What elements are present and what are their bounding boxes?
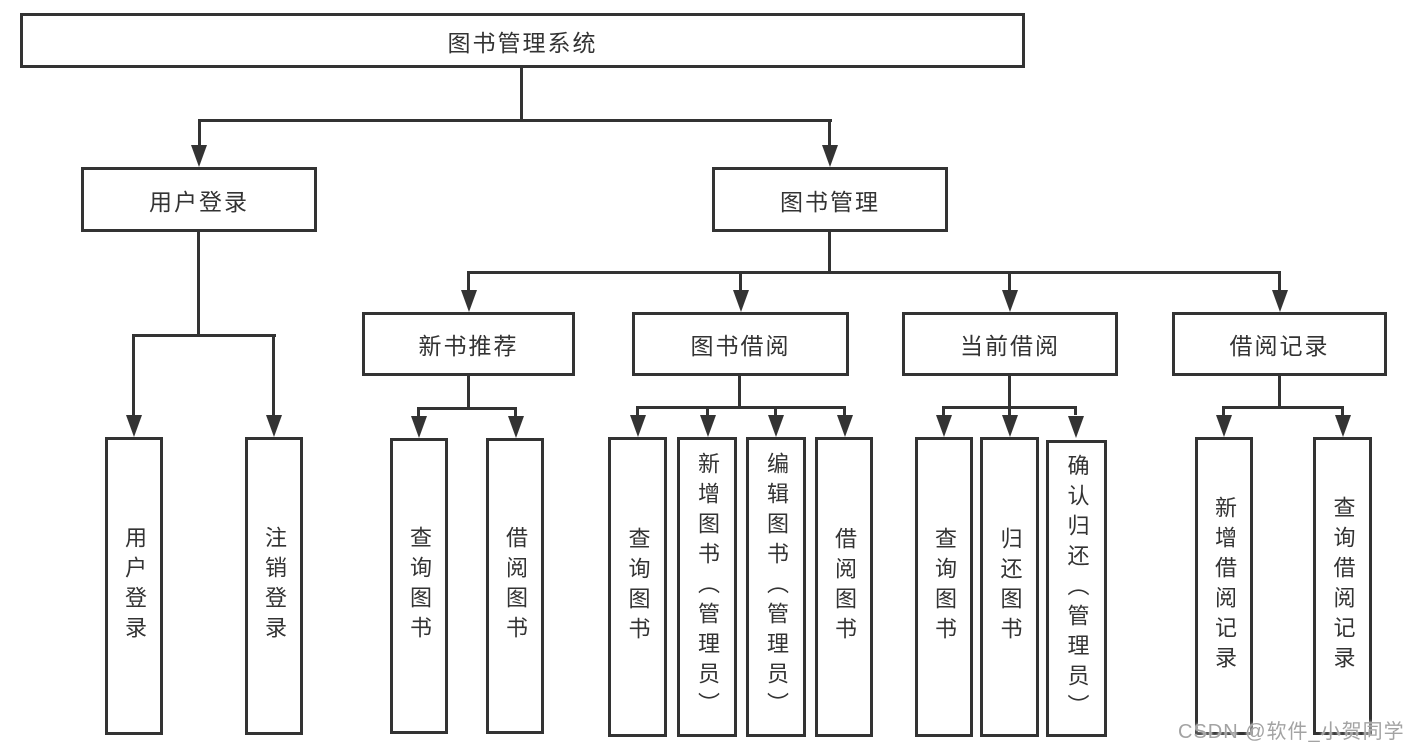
leaf-bb-add-book-admin-label: 新增图书（管理员） [695,452,720,722]
arrowhead-user-login [191,145,207,167]
arrowhead-bb-add [700,415,716,437]
leaf-bb-query-books-label: 查询图书 [625,527,651,647]
leaf-br-add-record-label: 新增借阅记录 [1212,496,1237,676]
node-library-system: 图书管理系统 [20,13,1025,68]
leaf-br-query-record-label: 查询借阅记录 [1330,496,1356,676]
connector-drop-bb-edit [774,406,777,415]
connector-stem-book-borrowing [738,376,741,407]
node-library-system-label: 图书管理系统 [447,29,598,56]
connector-stem-book-management [828,232,831,273]
leaf-bb-borrow-books: 借阅图书 [815,437,873,737]
connector-drop-book-borrow [739,271,742,291]
node-book-management-label: 图书管理 [780,188,880,215]
connector-drop-br-add [1222,406,1225,416]
leaf-br-add-record: 新增借阅记录 [1195,437,1253,735]
arrowhead-br-add [1216,415,1232,437]
connector-drop-user-login [198,119,201,146]
node-book-management: 图书管理 [712,167,948,232]
leaf-user-login-label: 用户登录 [122,526,147,646]
arrowhead-current-borrow [1002,290,1018,312]
node-borrowing-records: 借阅记录 [1172,312,1387,376]
connector-drop-bb-query [636,406,639,415]
node-new-book-recommend-label: 新书推荐 [418,333,519,359]
arrowhead-borrow-records [1272,290,1288,312]
arrowhead-bb-edit [768,415,784,437]
node-current-borrowing: 当前借阅 [902,312,1118,376]
connector-bar-user-login [132,334,276,337]
connector-stem-borrowing-records [1278,376,1281,407]
arrowhead-br-query [1335,415,1351,437]
connector-bar-book-borrowing [636,406,846,409]
connector-drop-cb-confirm [1074,406,1077,415]
leaf-br-query-record: 查询借阅记录 [1313,437,1372,735]
leaf-logout-label: 注销登录 [262,526,287,646]
connector-drop-br-query [1341,406,1344,416]
leaf-cb-query-books-label: 查询图书 [932,527,957,647]
connector-stem-new-book [467,376,470,409]
arrowhead-nb-borrow [508,416,524,438]
connector-stem-user-login [197,232,200,336]
arrowhead-cb-confirm [1068,416,1084,438]
connector-drop-cb-return [1008,406,1011,415]
connector-bar-new-book [417,407,517,410]
connector-drop-current-borrow [1008,271,1011,291]
leaf-bb-query-books: 查询图书 [608,437,667,737]
connector-drop-bb-add [706,406,709,415]
connector-bar-root [198,119,832,122]
arrowhead-cb-query [936,415,952,437]
connector-drop-nb-query [417,407,420,417]
leaf-nb-borrow-books: 借阅图书 [486,438,544,734]
leaf-cb-return-books-label: 归还图书 [997,527,1023,647]
node-book-borrowing: 图书借阅 [632,312,849,376]
leaf-user-login: 用户登录 [105,437,163,735]
node-current-borrowing-label: 当前借阅 [960,333,1060,359]
leaf-nb-query-books: 查询图书 [390,438,448,734]
connector-bar-book-management [467,271,1281,274]
connector-stem-current-borrowing [1008,376,1011,407]
node-user-login: 用户登录 [81,167,317,232]
leaf-cb-confirm-return-admin: 确认归还（管理员） [1046,440,1107,737]
arrowhead-nb-query [411,416,427,438]
arrowhead-book-borrow [733,290,749,312]
connector-drop-cb-query [942,406,945,415]
arrowhead-bb-query [630,415,646,437]
arrowhead-leaf-user-login [126,415,142,437]
connector-drop-book-management [828,119,831,146]
csdn-watermark: CSDN @软件_小贺同学 [1178,721,1405,743]
arrowhead-leaf-logout [266,415,282,437]
connector-drop-new-book [467,271,470,291]
leaf-logout: 注销登录 [245,437,303,735]
arrowhead-book-management [822,145,838,167]
connector-drop-bb-borrow [843,406,846,415]
leaf-nb-borrow-books-label: 借阅图书 [503,526,528,646]
connector-drop-leaf-logout [272,334,275,415]
arrowhead-bb-borrow [837,415,853,437]
leaf-cb-return-books: 归还图书 [980,437,1039,737]
leaf-cb-confirm-return-admin-label: 确认归还（管理员） [1064,453,1090,724]
connector-drop-nb-borrow [514,407,517,417]
leaf-bb-edit-book-admin: 编辑图书（管理员） [746,437,806,737]
connector-drop-borrow-records [1278,271,1281,291]
leaf-bb-edit-book-admin-label: 编辑图书（管理员） [764,452,789,722]
node-book-borrowing-label: 图书借阅 [690,333,791,359]
leaf-cb-query-books: 查询图书 [915,437,973,737]
connector-bar-borrowing-records [1222,406,1344,409]
leaf-nb-query-books-label: 查询图书 [407,526,432,646]
arrowhead-new-book [461,290,477,312]
connector-drop-leaf-user-login [132,334,135,415]
arrowhead-cb-return [1002,415,1018,437]
node-new-book-recommend: 新书推荐 [362,312,575,376]
leaf-bb-borrow-books-label: 借阅图书 [832,527,857,647]
node-borrowing-records-label: 借阅记录 [1229,333,1330,359]
leaf-bb-add-book-admin: 新增图书（管理员） [677,437,737,737]
connector-stem-root [520,68,523,120]
node-user-login-label: 用户登录 [149,188,249,215]
